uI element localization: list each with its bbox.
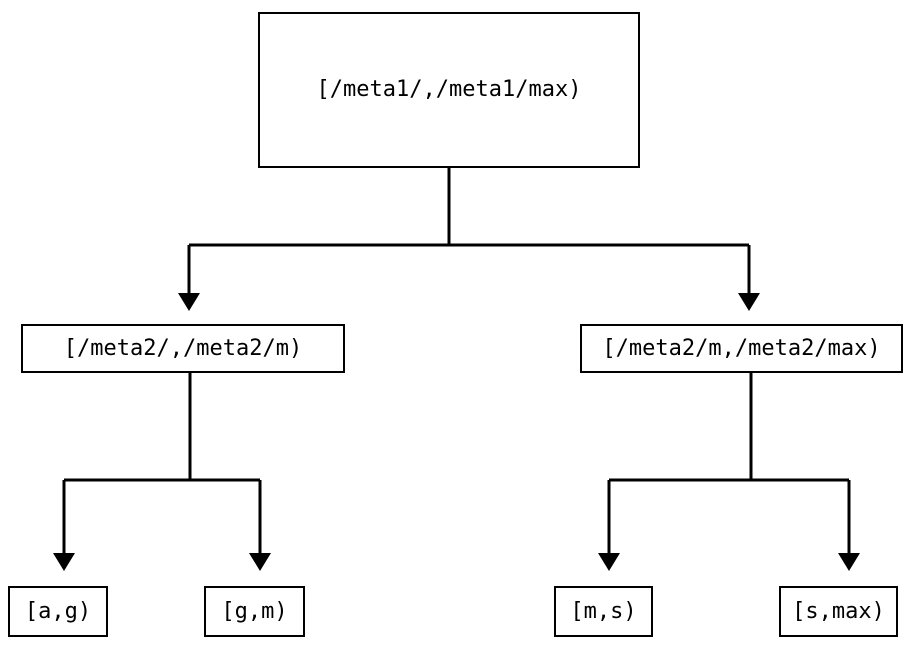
arrowhead-to-mid-right (738, 293, 760, 311)
arrowhead-to-mid-left (178, 293, 200, 311)
node-mid-left[interactable]: [/meta2/,/meta2/m) (21, 324, 345, 373)
node-leaf-3-label: [m,s) (570, 598, 637, 624)
node-leaf-2-label: [g,m) (221, 598, 288, 624)
node-mid-left-label: [/meta2/,/meta2/m) (63, 335, 303, 361)
arrowhead-to-leaf-3 (598, 553, 620, 571)
node-mid-right[interactable]: [/meta2/m,/meta2/max) (580, 324, 903, 373)
node-root-label: [/meta1/,/meta1/max) (316, 77, 582, 102)
arrowhead-to-leaf-1 (53, 553, 75, 571)
node-leaf-1-label: [a,g) (24, 598, 92, 624)
node-leaf-2[interactable]: [g,m) (204, 586, 305, 637)
node-leaf-3[interactable]: [m,s) (554, 586, 653, 637)
node-mid-right-label: [/meta2/m,/meta2/max) (602, 335, 881, 361)
node-leaf-4[interactable]: [s,max) (779, 586, 898, 637)
node-root[interactable]: [/meta1/,/meta1/max) (258, 12, 640, 168)
arrowhead-to-leaf-4 (838, 553, 860, 571)
node-leaf-1[interactable]: [a,g) (8, 586, 108, 637)
node-leaf-4-label: [s,max) (792, 598, 885, 624)
arrowhead-to-leaf-2 (249, 553, 271, 571)
